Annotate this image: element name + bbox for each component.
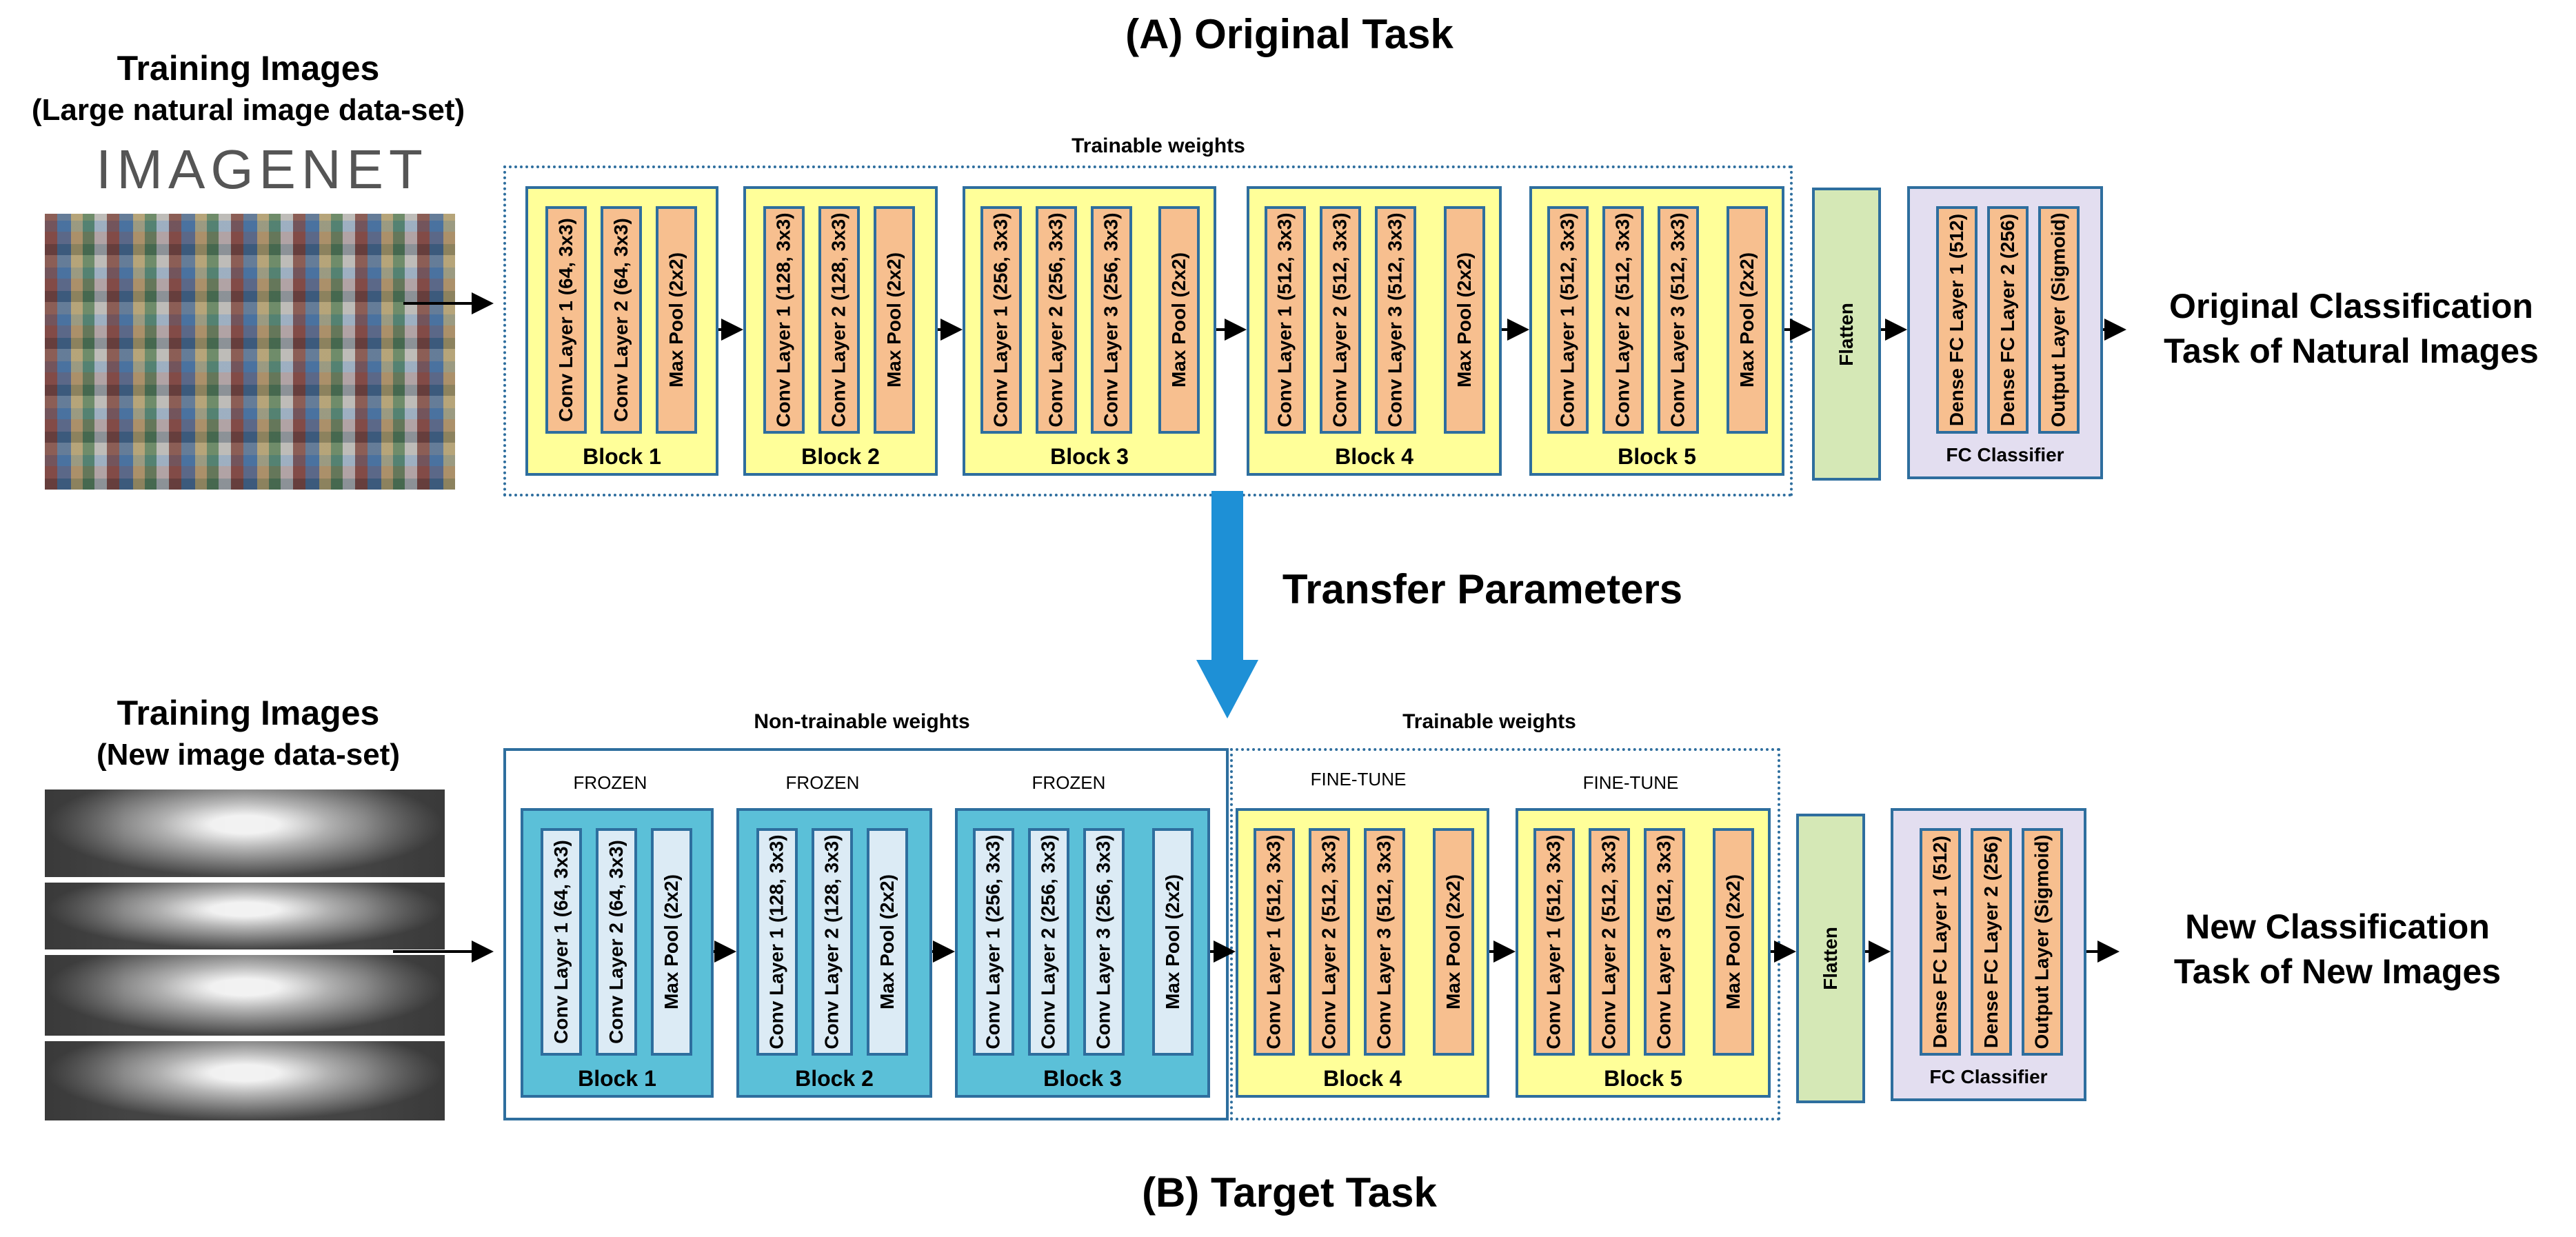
bottom-fc-classifier: Dense FC Layer 1 (512) Dense FC Layer 2 … xyxy=(1891,808,2086,1101)
conv-layer: Conv Layer 3 (256, 3x3) xyxy=(1091,206,1132,434)
conv-layer: Conv Layer 1 (512, 3x3) xyxy=(1547,206,1589,434)
max-pool-layer: Max Pool (2x2) xyxy=(874,206,915,434)
conv-layer: Conv Layer 2 (512, 3x3) xyxy=(1309,828,1350,1056)
top-block-5: Conv Layer 1 (512, 3x3) Conv Layer 2 (51… xyxy=(1529,186,1784,476)
fc-label: FC Classifier xyxy=(1946,444,2064,465)
xray-image-3 xyxy=(45,955,445,1041)
top-input-subtitle: (Large natural image data-set) xyxy=(31,93,465,127)
conv-layer: Conv Layer 2 (64, 3x3) xyxy=(601,206,642,434)
dense-layer: Dense FC Layer 2 (256) xyxy=(1987,206,2029,434)
bottom-input-subtitle: (New image data-set) xyxy=(96,738,401,772)
frozen-tag-1: FROZEN xyxy=(573,772,647,793)
conv-layer: Conv Layer 2 (512, 3x3) xyxy=(1602,206,1644,434)
max-pool-layer: Max Pool (2x2) xyxy=(1444,206,1485,434)
conv-layer: Conv Layer 1 (64, 3x3) xyxy=(545,206,587,434)
conv-layer: Conv Layer 1 (64, 3x3) xyxy=(541,828,582,1056)
frozen-tag-3: FROZEN xyxy=(1032,772,1106,793)
top-output-line1: Original Classification xyxy=(2169,287,2533,325)
conv-layer: Conv Layer 3 (512, 3x3) xyxy=(1364,828,1405,1056)
dense-layer: Dense FC Layer 1 (512) xyxy=(1936,206,1978,434)
finetune-tag-5: FINE-TUNE xyxy=(1582,772,1679,793)
bottom-block-5: Conv Layer 1 (512, 3x3) Conv Layer 2 (51… xyxy=(1516,808,1771,1098)
output-layer: Output Layer (Sigmoid) xyxy=(2038,206,2080,434)
xray-image-4 xyxy=(45,1041,445,1120)
max-pool-layer: Max Pool (2x2) xyxy=(1713,828,1754,1056)
fc-label: FC Classifier xyxy=(1929,1066,2048,1087)
conv-layer: Conv Layer 2 (256, 3x3) xyxy=(1036,206,1077,434)
conv-layer: Conv Layer 2 (512, 3x3) xyxy=(1320,206,1361,434)
conv-layer: Conv Layer 1 (256, 3x3) xyxy=(973,828,1014,1056)
conv-layer: Conv Layer 1 (128, 3x3) xyxy=(763,206,805,434)
conv-layer: Conv Layer 3 (512, 3x3) xyxy=(1644,828,1685,1056)
non-trainable-label: Non-trainable weights xyxy=(754,710,970,733)
bottom-trainable-frame xyxy=(1230,748,1780,1120)
bottom-block-2: Conv Layer 1 (128, 3x3) Conv Layer 2 (12… xyxy=(736,808,932,1098)
frozen-tag-2: FROZEN xyxy=(785,772,860,793)
top-output-line2: Task of Natural Images xyxy=(2164,332,2539,370)
block-label: Block 4 xyxy=(1335,444,1413,469)
max-pool-layer: Max Pool (2x2) xyxy=(1152,828,1194,1056)
max-pool-layer: Max Pool (2x2) xyxy=(1433,828,1474,1056)
block-label: Block 3 xyxy=(1043,1066,1122,1091)
block-label: Block 5 xyxy=(1618,444,1696,469)
max-pool-layer: Max Pool (2x2) xyxy=(1727,206,1768,434)
top-input-title: Training Images xyxy=(117,49,380,88)
xray-image-2 xyxy=(45,883,445,955)
top-flatten: Flatten xyxy=(1812,188,1881,481)
block-label: Block 2 xyxy=(801,444,880,469)
block-label: Block 2 xyxy=(795,1066,874,1091)
conv-layer: Conv Layer 3 (512, 3x3) xyxy=(1375,206,1416,434)
max-pool-layer: Max Pool (2x2) xyxy=(651,828,692,1056)
xray-image-1 xyxy=(45,790,445,883)
top-block-3: Conv Layer 1 (256, 3x3) Conv Layer 2 (25… xyxy=(963,186,1216,476)
bottom-input-title: Training Images xyxy=(117,694,380,732)
conv-layer: Conv Layer 1 (512, 3x3) xyxy=(1265,206,1306,434)
dense-layer: Dense FC Layer 2 (256) xyxy=(1971,828,2012,1056)
transfer-arrow xyxy=(1196,491,1258,718)
top-block-2: Conv Layer 1 (128, 3x3) Conv Layer 2 (12… xyxy=(743,186,938,476)
conv-layer: Conv Layer 3 (512, 3x3) xyxy=(1658,206,1699,434)
conv-layer: Conv Layer 2 (64, 3x3) xyxy=(596,828,637,1056)
bottom-block-1: Conv Layer 1 (64, 3x3) Conv Layer 2 (64,… xyxy=(521,808,714,1098)
bottom-trainable-label: Trainable weights xyxy=(1402,710,1576,733)
top-title: (A) Original Task xyxy=(1125,11,1453,57)
block-label: Block 5 xyxy=(1604,1066,1682,1091)
top-trainable-label: Trainable weights xyxy=(1071,134,1245,157)
max-pool-layer: Max Pool (2x2) xyxy=(656,206,697,434)
conv-layer: Conv Layer 2 (512, 3x3) xyxy=(1589,828,1630,1056)
bottom-block-3: Conv Layer 1 (256, 3x3) Conv Layer 2 (25… xyxy=(955,808,1210,1098)
conv-layer: Conv Layer 2 (128, 3x3) xyxy=(812,828,853,1056)
block-label: Block 1 xyxy=(578,1066,656,1091)
top-fc-classifier: Dense FC Layer 1 (512) Dense FC Layer 2 … xyxy=(1907,186,2103,479)
max-pool-layer: Max Pool (2x2) xyxy=(1158,206,1200,434)
bottom-output-line2: Task of New Images xyxy=(2173,952,2502,991)
bottom-flatten: Flatten xyxy=(1796,814,1865,1103)
max-pool-layer: Max Pool (2x2) xyxy=(867,828,908,1056)
conv-layer: Conv Layer 1 (128, 3x3) xyxy=(756,828,798,1056)
conv-layer: Conv Layer 1 (512, 3x3) xyxy=(1254,828,1295,1056)
transfer-label: Transfer Parameters xyxy=(1282,566,1683,612)
conv-layer: Conv Layer 1 (256, 3x3) xyxy=(980,206,1022,434)
top-block-1: Conv Layer 1 (64, 3x3) Conv Layer 2 (64,… xyxy=(525,186,718,476)
finetune-tag-4: FINE-TUNE xyxy=(1310,769,1407,790)
imagenet-logo: IMAGENET xyxy=(96,139,428,200)
natural-images-mosaic xyxy=(45,214,455,490)
top-block-4: Conv Layer 1 (512, 3x3) Conv Layer 2 (51… xyxy=(1247,186,1502,476)
block-label: Block 3 xyxy=(1050,444,1129,469)
conv-layer: Conv Layer 2 (128, 3x3) xyxy=(818,206,860,434)
bottom-output-line1: New Classification xyxy=(2185,907,2490,946)
output-layer: Output Layer (Sigmoid) xyxy=(2022,828,2063,1056)
bottom-title: (B) Target Task xyxy=(1142,1169,1437,1216)
bottom-block-4: Conv Layer 1 (512, 3x3) Conv Layer 2 (51… xyxy=(1236,808,1489,1098)
conv-layer: Conv Layer 1 (512, 3x3) xyxy=(1533,828,1575,1056)
dense-layer: Dense FC Layer 1 (512) xyxy=(1920,828,1961,1056)
block-label: Block 4 xyxy=(1323,1066,1402,1091)
block-label: Block 1 xyxy=(583,444,661,469)
non-trainable-frame xyxy=(503,748,1229,1120)
conv-layer: Conv Layer 2 (256, 3x3) xyxy=(1028,828,1069,1056)
conv-layer: Conv Layer 3 (256, 3x3) xyxy=(1083,828,1125,1056)
